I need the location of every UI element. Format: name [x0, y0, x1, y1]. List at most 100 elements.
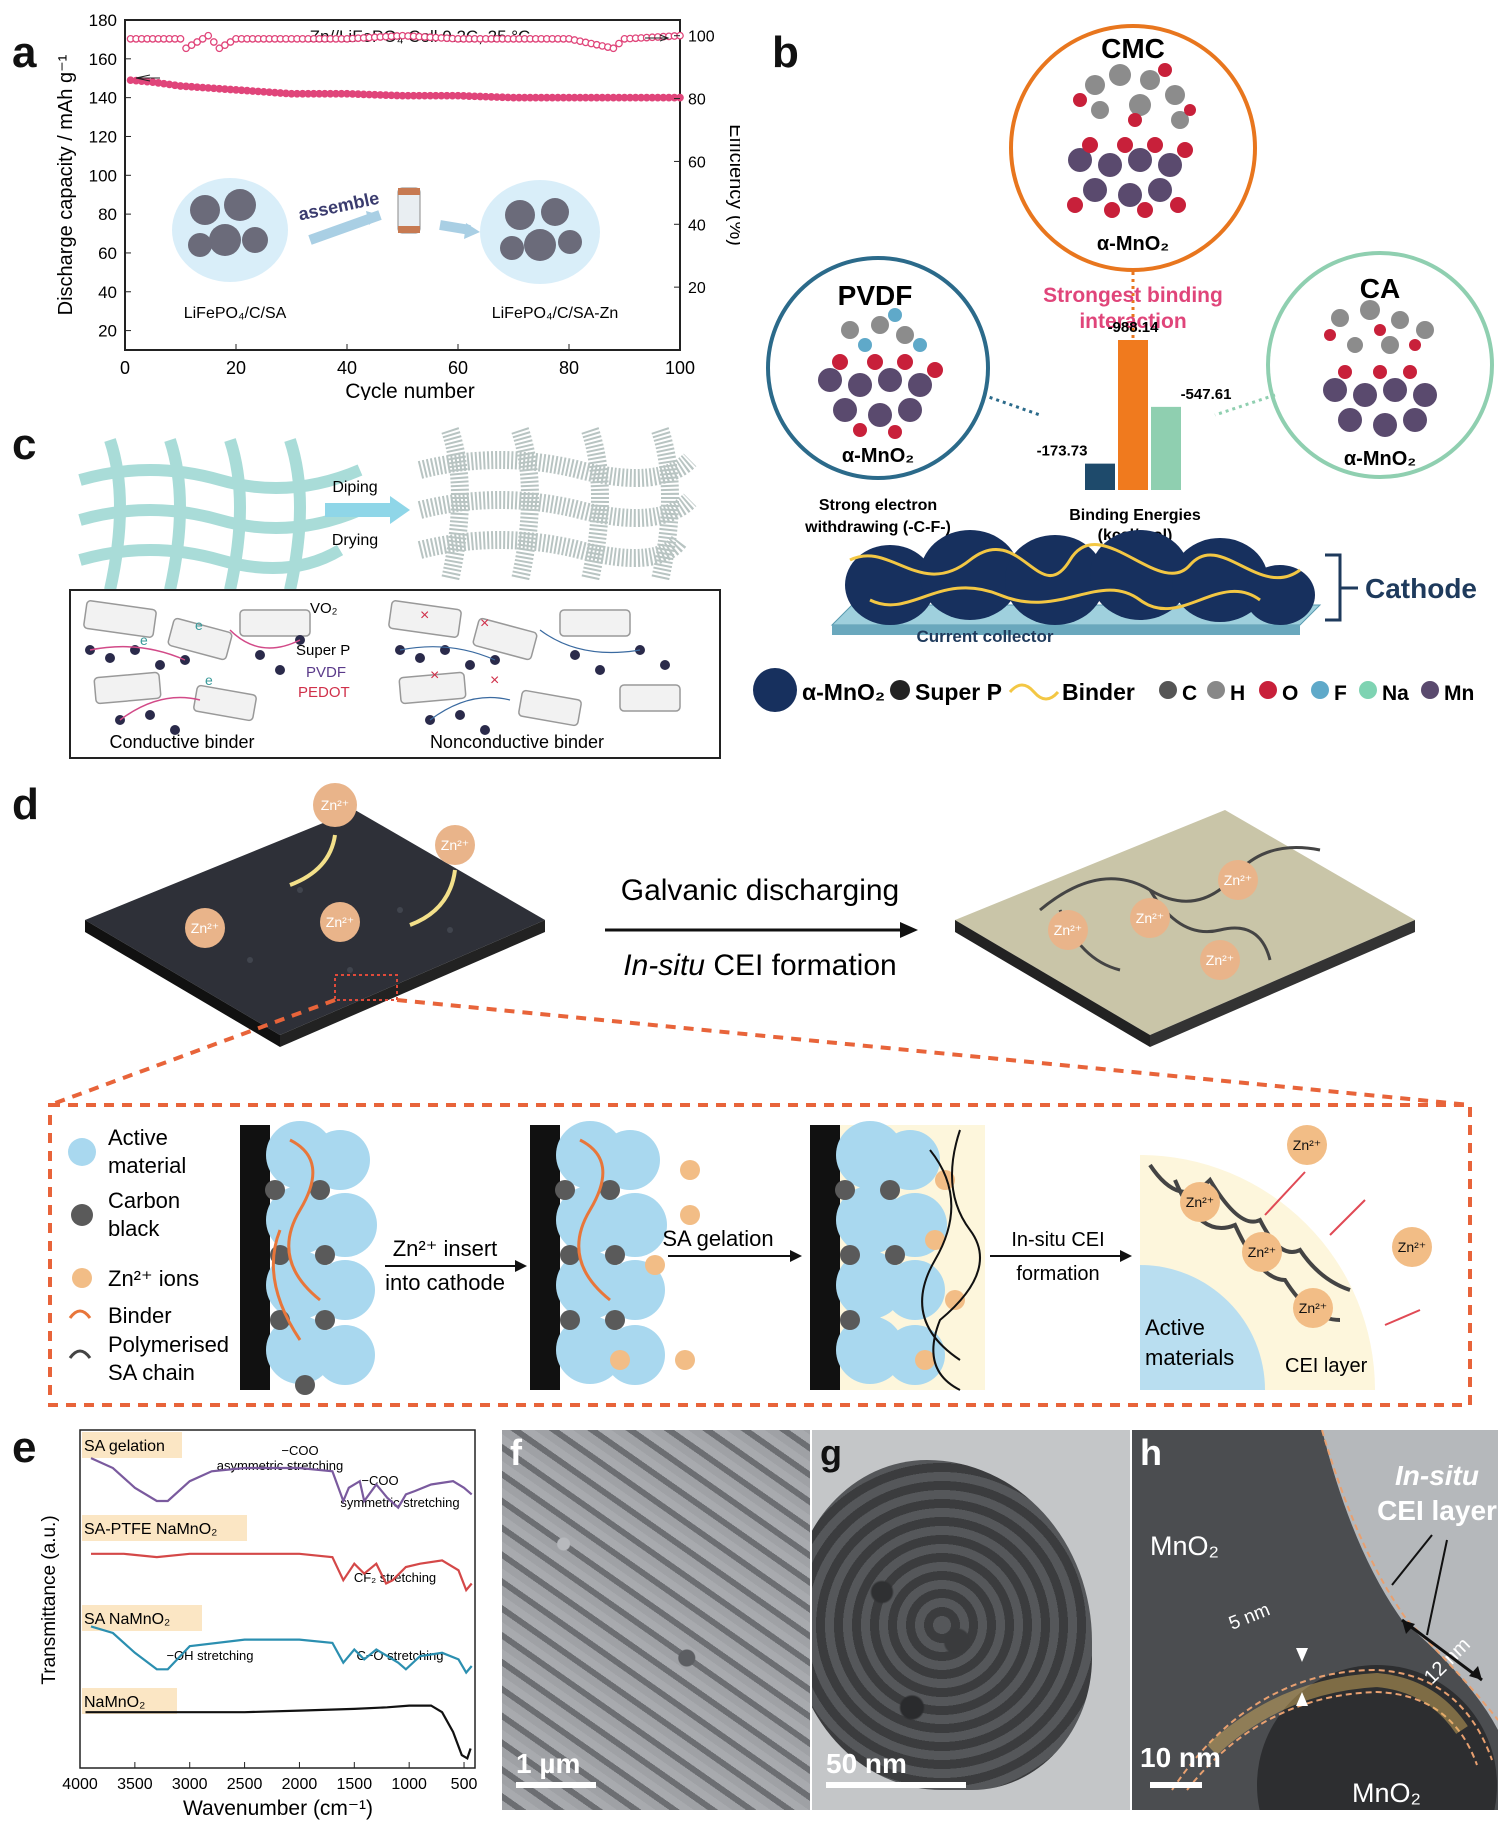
panel-b: b CMC α-MnO₂ PVDF α-MnO₂ CA α-MnO₂ [740, 0, 1506, 720]
x-tick-label: 0 [120, 358, 130, 378]
efficiency-point [204, 31, 213, 40]
legend-sa-2: SA chain [108, 1360, 195, 1385]
step1-line1: Zn²⁺ insert [393, 1236, 498, 1261]
stage-final: Zn²⁺ Zn²⁺ Zn²⁺ Zn²⁺ Zn²⁺ Active material… [1140, 1125, 1432, 1390]
step3-line1: In-situ CEI [1011, 1229, 1104, 1251]
ftir-x-tick-label: 3000 [172, 1776, 208, 1793]
y2-tick-label: 40 [688, 217, 706, 234]
bar-value-label: -173.73 [1037, 443, 1088, 460]
hrtem-annotation: In-situ CEI layer MnO₂ MnO₂ 5 nm 12 nm [1132, 1430, 1498, 1810]
x-tick-label: 40 [337, 358, 357, 378]
series-label-namno2: NaMnO₂ [84, 1694, 145, 1711]
y-tick-label: 20 [98, 322, 117, 341]
panel-label-a: a [12, 28, 37, 77]
legend-zn-ions: Zn²⁺ ions [108, 1266, 199, 1291]
tem-image-g: g 50 nm [812, 1430, 1130, 1810]
zn-label-13: Zn²⁺ [1398, 1239, 1426, 1255]
label-pvdf: PVDF [306, 664, 346, 681]
panel-label-b: b [772, 28, 799, 77]
bar-value-label: -547.61 [1181, 386, 1232, 403]
binder-interaction-figure: CMC α-MnO₂ PVDF α-MnO₂ CA α-MnO₂ St [753, 24, 1494, 712]
panel-c: c Diping Drying [0, 400, 740, 760]
cei-layer-label: CEI layer [1285, 1355, 1368, 1377]
ftir-x-tick-label: 1000 [391, 1776, 427, 1793]
step-drying: Drying [332, 532, 378, 549]
step3-line2: formation [1016, 1263, 1099, 1285]
panel-label-e: e [12, 1423, 37, 1472]
ftir-x-tick-label: 2000 [282, 1776, 318, 1793]
h-title-italic: In-situ [1395, 1460, 1479, 1491]
bar-ca [1151, 406, 1181, 490]
ftir-frame [79, 1429, 476, 1769]
efficiency-point [226, 38, 235, 46]
tem-image-h: In-situ CEI layer MnO₂ MnO₂ 5 nm 12 nm h… [1132, 1430, 1498, 1810]
legend-binder: Binder [1062, 679, 1135, 705]
stage-1 [240, 1121, 377, 1395]
x-tick-label: 60 [448, 358, 468, 378]
arrow-top-label: Galvanic discharging [621, 874, 899, 907]
step2-label: SA gelation [662, 1226, 773, 1251]
cei-formation-schematic: Zn²⁺ Zn²⁺ Zn²⁺ Zn²⁺ Galvanic discharging… [48, 783, 1472, 1407]
label-superp: Super P [296, 642, 350, 659]
arrow-bottom-label: In-situ CEI formation [623, 949, 896, 982]
legend-active-1: Active [108, 1125, 168, 1150]
series-label-sa-namno2: SA NaMnO₂ [84, 1611, 170, 1628]
schematic-legend: Active material Carbon black Zn²⁺ ions B… [68, 1125, 229, 1385]
svg-text:×: × [480, 615, 489, 632]
efficiency-point [176, 35, 185, 43]
f-scale-text: 1 µm [516, 1748, 581, 1779]
legend-na: Na [1382, 682, 1409, 705]
svg-text:×: × [430, 667, 439, 684]
ftir-line [91, 1552, 473, 1593]
zoom-box [48, 1103, 1472, 1407]
x-tick-label: 80 [559, 358, 579, 378]
capacity-chart: Zn//LiFePO₄ Cell 0.2C, 25 °C Cycle numbe… [55, 11, 740, 400]
efficiency-point [209, 38, 218, 46]
legend-binder: Binder [108, 1303, 172, 1328]
zn-label-3: Zn²⁺ [191, 920, 219, 936]
panel-label-d: d [12, 780, 39, 829]
bar-value-label: -988.14 [1108, 319, 1160, 336]
zn-label-1: Zn²⁺ [321, 797, 349, 813]
efficiency-point [615, 39, 623, 48]
y-tick-label: 160 [89, 50, 117, 69]
zn-ions-left [185, 783, 475, 948]
step-diping: Diping [332, 479, 377, 496]
y2-tick-label: 100 [688, 29, 715, 46]
pvdf-note-line2: withdrawing (-C-F-) [804, 519, 951, 536]
efficiency-point [215, 44, 224, 53]
binding-label-line1: Binding Energies [1069, 507, 1201, 524]
inset-left-label: LiFePO₄/C/SA [184, 305, 287, 322]
legend-mno2: α-MnO₂ [802, 679, 885, 705]
efficiency-point [198, 35, 207, 43]
ftir-chart: Wavenumber (cm⁻¹) Transmittance (a.u.) S… [39, 1429, 478, 1820]
y-tick-label: 80 [98, 205, 117, 224]
ftir-line [90, 1625, 473, 1675]
inset-right-label: LiFePO₄/C/SA-Zn [492, 305, 619, 322]
label-pedot: PEDOT [298, 684, 350, 701]
step1-line2: into cathode [385, 1270, 505, 1295]
y-tick-label: 180 [89, 11, 117, 30]
series-label-sa-gelation: SA gelation [84, 1438, 165, 1455]
h-mno2-bottom: MnO₂ [1352, 1778, 1421, 1808]
ann-sym-1: −COO [361, 1473, 398, 1488]
legend-superp: Super P [915, 679, 1002, 705]
active-line2: materials [1145, 1345, 1234, 1370]
ca-mno2: α-MnO₂ [1344, 448, 1416, 470]
h-scale-text: 10 nm [1140, 1742, 1221, 1773]
label-nonconductive: Nonconductive binder [430, 732, 604, 752]
ftir-x-tick-label: 3500 [117, 1776, 153, 1793]
y-tick-label: 60 [98, 244, 117, 263]
ca-label: CA [1360, 273, 1400, 304]
y-tick-label: 120 [89, 127, 117, 146]
ftir-x-tick-label: 500 [451, 1776, 478, 1793]
efficiency-point [193, 38, 201, 46]
panel-a: a Zn//LiFePO₄ Cell 0.2C, 25 °C Cycle num… [0, 0, 740, 400]
y2-tick-label: 20 [688, 280, 706, 297]
panel-label-h: h [1140, 1432, 1162, 1473]
legend-carbon-2: black [108, 1216, 160, 1241]
zn-label-10: Zn²⁺ [1248, 1244, 1276, 1260]
y2-tick-label: 80 [688, 92, 706, 109]
efficiency-point [609, 44, 618, 53]
y-tick-label: 100 [89, 166, 117, 185]
